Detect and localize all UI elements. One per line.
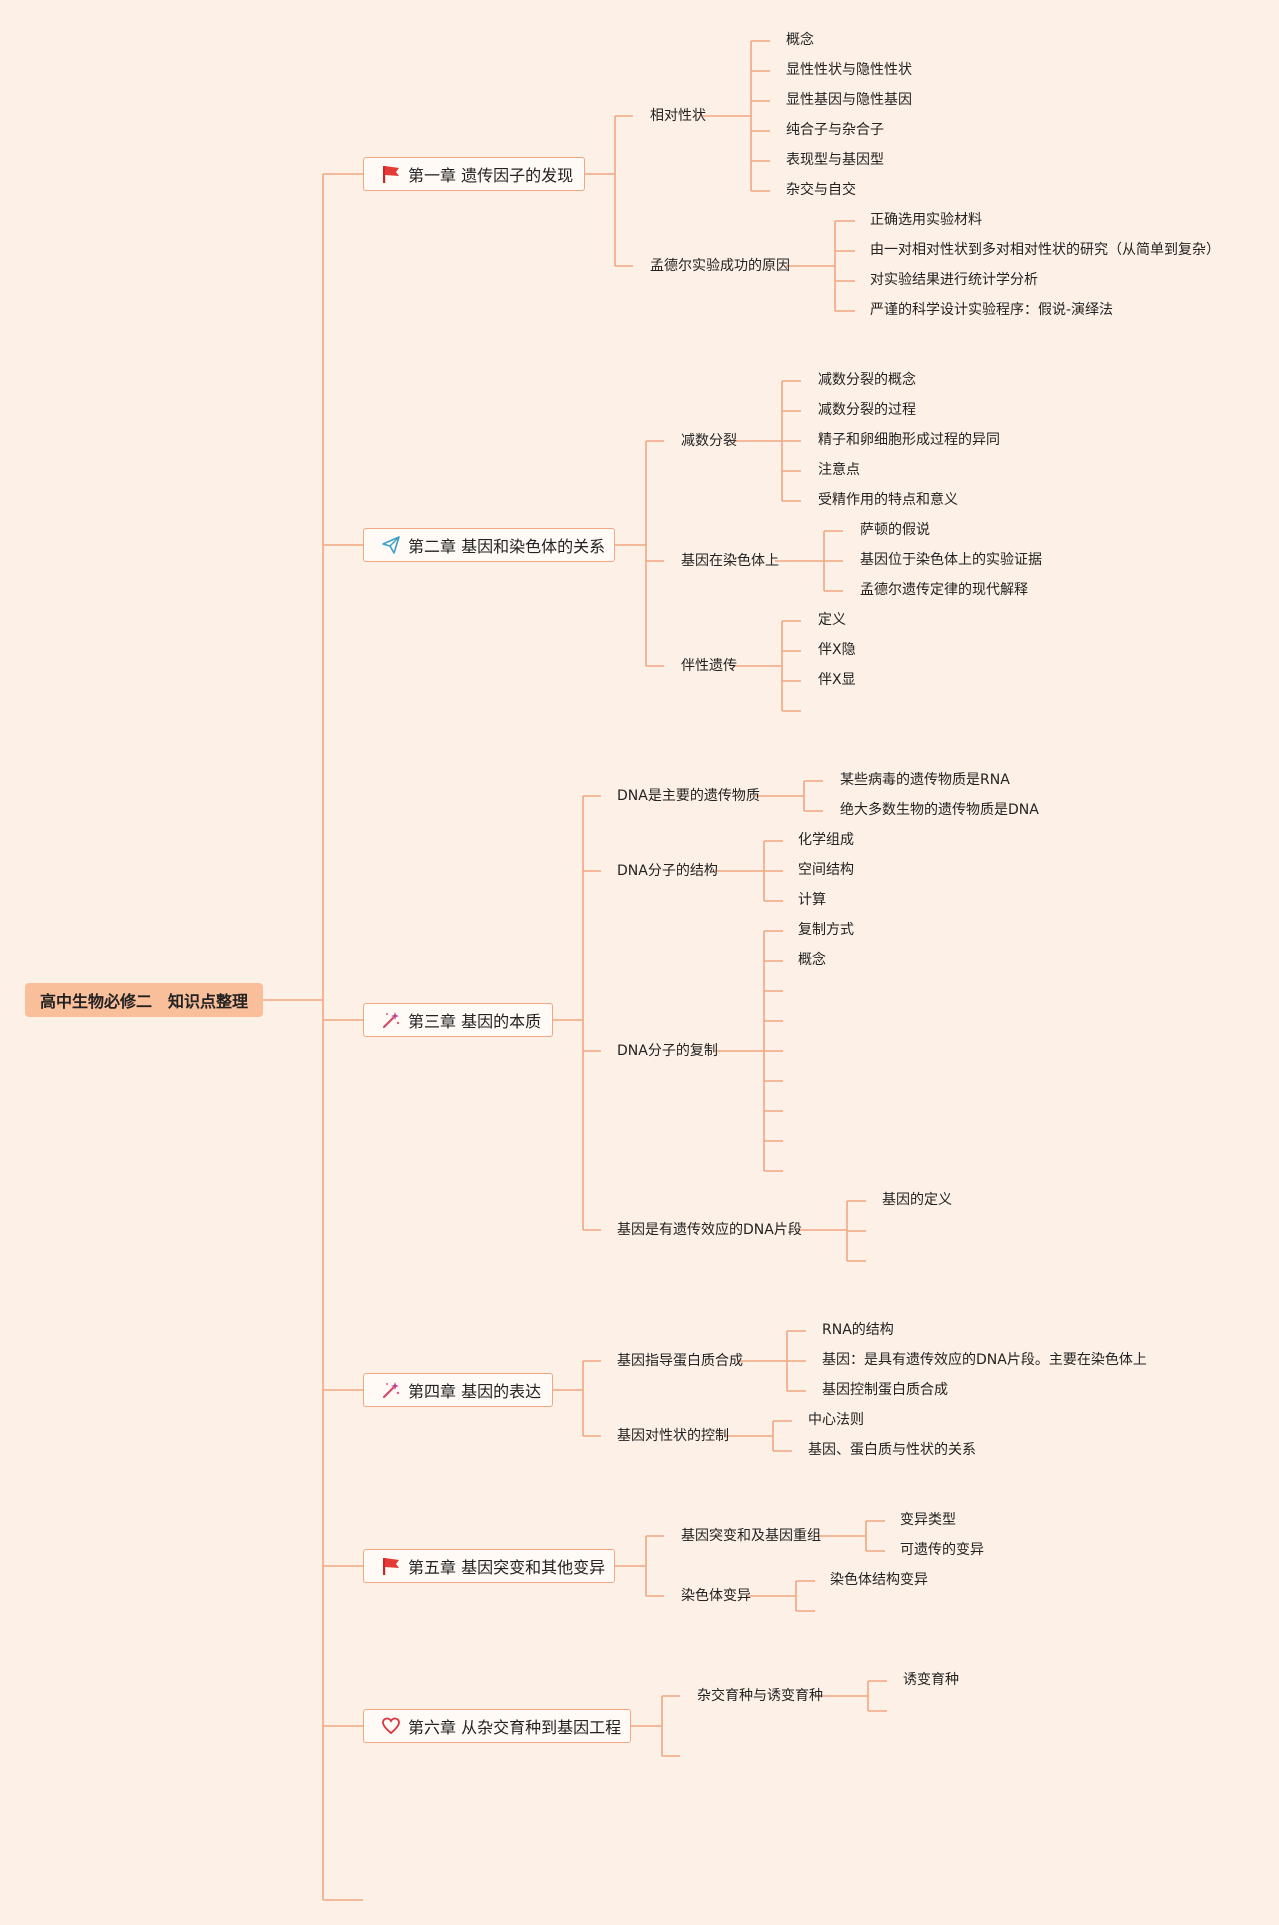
- item-label[interactable]: 化学组成: [798, 832, 854, 848]
- item-label[interactable]: 精子和卵细胞形成过程的异同: [818, 432, 1000, 448]
- item-label[interactable]: 由一对相对性状到多对相对性状的研究（从简单到复杂）: [870, 242, 1220, 258]
- chapter-title: 第五章 基因突变和其他变异: [408, 1558, 606, 1577]
- magic-wand-icon: [380, 1009, 402, 1031]
- chapter-node[interactable]: 第六章 从杂交育种到基因工程: [363, 1709, 631, 1743]
- chapter-node[interactable]: 第一章 遗传因子的发现: [363, 157, 585, 191]
- section-label[interactable]: DNA分子的结构: [617, 863, 718, 879]
- chapter-title: 第三章 基因的本质: [408, 1012, 542, 1031]
- item-label[interactable]: 严谨的科学设计实验程序：假说-演绎法: [870, 302, 1114, 318]
- item-label[interactable]: 空间结构: [798, 862, 854, 878]
- item-label[interactable]: 可遗传的变异: [900, 1542, 984, 1558]
- item-label[interactable]: 纯合子与杂合子: [786, 122, 884, 138]
- paper-plane-icon: [380, 534, 402, 556]
- section-label[interactable]: 杂交育种与诱变育种: [697, 1688, 823, 1704]
- section-label[interactable]: 减数分裂: [681, 433, 737, 449]
- item-label[interactable]: 基因控制蛋白质合成: [822, 1382, 948, 1398]
- chapter-title: 第四章 基因的表达: [408, 1382, 542, 1401]
- section-label[interactable]: DNA分子的复制: [617, 1043, 718, 1059]
- section-label[interactable]: 基因是有遗传效应的DNA片段: [617, 1222, 802, 1238]
- item-label[interactable]: 染色体结构变异: [830, 1572, 928, 1588]
- item-label[interactable]: 伴X显: [818, 672, 856, 688]
- item-label[interactable]: 概念: [786, 32, 814, 48]
- chapter-node[interactable]: 第二章 基因和染色体的关系: [363, 528, 615, 562]
- item-label[interactable]: 变异类型: [900, 1512, 956, 1528]
- section-label[interactable]: 基因突变和及基因重组: [681, 1528, 821, 1544]
- item-label[interactable]: 绝大多数生物的遗传物质是DNA: [840, 802, 1039, 818]
- item-label[interactable]: 杂交与自交: [786, 182, 856, 198]
- section-label[interactable]: 基因指导蛋白质合成: [617, 1353, 743, 1369]
- item-label[interactable]: 复制方式: [798, 922, 854, 938]
- chapter-node[interactable]: 第五章 基因突变和其他变异: [363, 1549, 615, 1583]
- heart-icon: [380, 1715, 402, 1737]
- section-label[interactable]: 基因对性状的控制: [617, 1428, 729, 1444]
- item-label[interactable]: 显性基因与隐性基因: [786, 92, 912, 108]
- item-label[interactable]: 概念: [798, 952, 826, 968]
- item-label[interactable]: 基因位于染色体上的实验证据: [860, 552, 1042, 568]
- section-label[interactable]: 基因在染色体上: [681, 553, 779, 569]
- item-label[interactable]: 伴X隐: [818, 642, 856, 658]
- item-label[interactable]: 定义: [818, 612, 846, 628]
- chapter-title: 第二章 基因和染色体的关系: [408, 537, 606, 556]
- item-label[interactable]: 显性性状与隐性性状: [786, 62, 912, 78]
- item-label[interactable]: 正确选用实验材料: [870, 212, 982, 228]
- item-label[interactable]: 表现型与基因型: [786, 152, 884, 168]
- item-label[interactable]: RNA的结构: [822, 1322, 894, 1338]
- item-label[interactable]: 减数分裂的过程: [818, 402, 916, 418]
- red-flag-icon: [380, 1555, 402, 1577]
- item-label[interactable]: 诱变育种: [903, 1672, 959, 1688]
- item-label[interactable]: 对实验结果进行统计学分析: [870, 272, 1038, 288]
- section-label[interactable]: 相对性状: [650, 108, 706, 124]
- chapter-node[interactable]: 第四章 基因的表达: [363, 1373, 553, 1407]
- item-label[interactable]: 基因、蛋白质与性状的关系: [808, 1442, 976, 1458]
- section-label[interactable]: 孟德尔实验成功的原因: [650, 258, 790, 274]
- item-label[interactable]: 受精作用的特点和意义: [818, 492, 958, 508]
- item-label[interactable]: 减数分裂的概念: [818, 372, 916, 388]
- red-flag-icon: [380, 163, 402, 185]
- item-label[interactable]: 孟德尔遗传定律的现代解释: [860, 582, 1028, 598]
- chapter-title: 第六章 从杂交育种到基因工程: [408, 1718, 622, 1737]
- item-label[interactable]: 基因：是具有遗传效应的DNA片段。主要在染色体上: [822, 1352, 1147, 1368]
- section-label[interactable]: 伴性遗传: [681, 658, 737, 674]
- item-label[interactable]: 计算: [798, 892, 826, 908]
- chapter-title: 第一章 遗传因子的发现: [408, 166, 574, 185]
- magic-wand-icon: [380, 1379, 402, 1401]
- section-label[interactable]: DNA是主要的遗传物质: [617, 788, 760, 804]
- item-label[interactable]: 注意点: [818, 462, 860, 478]
- item-label[interactable]: 某些病毒的遗传物质是RNA: [840, 772, 1010, 788]
- root-node[interactable]: 高中生物必修二 知识点整理: [25, 983, 263, 1017]
- chapter-node[interactable]: 第三章 基因的本质: [363, 1003, 553, 1037]
- section-label[interactable]: 染色体变异: [681, 1588, 751, 1604]
- item-label[interactable]: 萨顿的假说: [860, 522, 930, 538]
- item-label[interactable]: 中心法则: [808, 1412, 864, 1428]
- item-label[interactable]: 基因的定义: [882, 1192, 952, 1208]
